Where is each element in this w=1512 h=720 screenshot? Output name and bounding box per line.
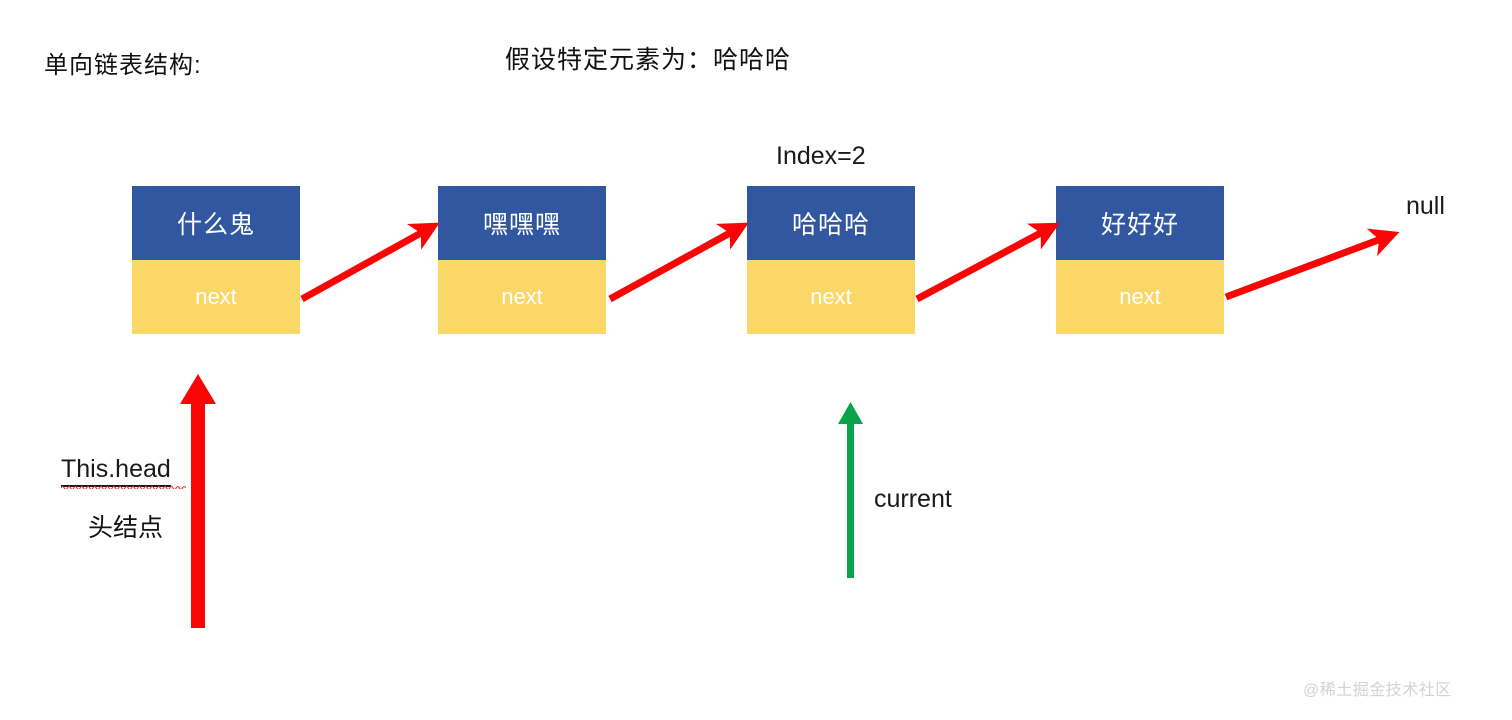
node-value-text: 嘿嘿嘿 [482,211,561,239]
list-node: 好好好 next [1056,186,1224,334]
node-value-cell: 嘿嘿嘿 [438,186,606,260]
link-arrow-3 [915,222,1060,303]
watermark-label: @稀土掘金技术社区 [1303,682,1452,699]
head-pointer-label-en: This.head [61,455,171,487]
page-title: 单向链表结构: [44,52,202,79]
link-arrow-1 [300,222,440,303]
link-arrow-null [1224,228,1400,301]
node-next-cell: next [1056,260,1224,334]
current-arrow [838,402,863,578]
list-node-target: 哈哈哈 next [747,186,915,334]
node-next-cell: next [438,260,606,334]
node-next-text: next [1119,284,1161,309]
link-arrow-2 [608,222,749,303]
head-arrow [180,374,216,628]
null-terminator-label: null [1406,192,1445,220]
list-node: 嘿嘿嘿 next [438,186,606,334]
spellcheck-underline-icon [61,485,186,489]
node-value-text: 什么鬼 [176,211,255,239]
subtitle-assumption: 假设特定元素为：哈哈哈 [505,46,792,74]
head-pointer-label-cn: 头结点 [88,514,164,542]
node-next-cell: next [132,260,300,334]
node-next-text: next [195,284,237,309]
list-node: 什么鬼 next [132,186,300,334]
index-annotation: Index=2 [776,142,866,170]
node-next-text: next [810,284,852,309]
node-value-cell: 好好好 [1056,186,1224,260]
node-value-text: 哈哈哈 [791,211,870,239]
node-value-text: 好好好 [1100,211,1179,239]
node-value-cell: 哈哈哈 [747,186,915,260]
node-value-cell: 什么鬼 [132,186,300,260]
current-pointer-label: current [874,485,952,513]
node-next-text: next [501,284,543,309]
node-next-cell: next [747,260,915,334]
